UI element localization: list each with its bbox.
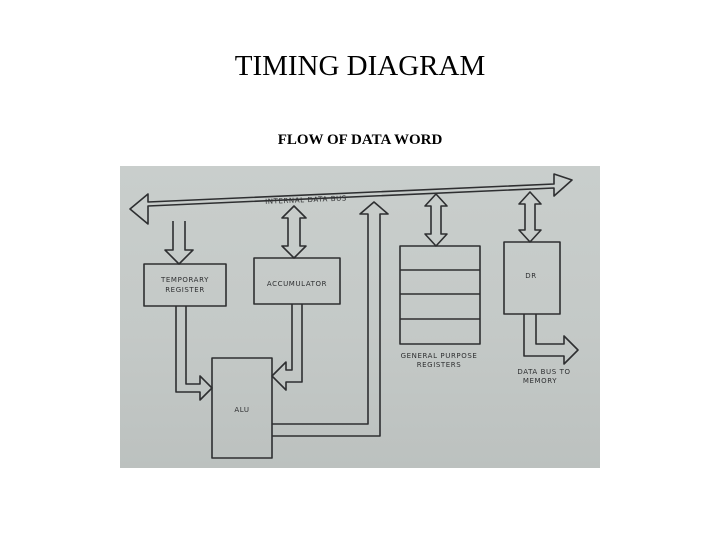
alu-box — [211, 357, 273, 459]
alu-to-bus-arrow — [272, 201, 389, 437]
alu-label: ALU — [234, 406, 249, 414]
bus-dr-arrow — [518, 191, 542, 243]
page-title: TIMING DIAGRAM — [234, 50, 486, 82]
dr-box — [503, 241, 561, 315]
accumulator-to-alu-arrow — [271, 304, 303, 391]
memory-bus-label: DATA BUS TO — [517, 368, 570, 376]
bus-to-temp-register-arrow — [164, 221, 194, 265]
gpr-label: REGISTERS — [417, 361, 462, 369]
bus-gpr-arrow — [424, 193, 448, 247]
general-purpose-registers-box — [399, 245, 481, 345]
bus-label: INTERNAL DATA BUS — [265, 194, 347, 205]
dr-label: DR — [525, 272, 536, 280]
gpr-label: GENERAL PURPOSE — [401, 352, 478, 360]
diagram-photo: INTERNAL DATA BUS TEMPORARY REGISTER ACC… — [120, 166, 600, 468]
memory-bus-label: MEMORY — [523, 377, 557, 385]
bus-accumulator-arrow — [281, 205, 307, 259]
temporary-register-box — [143, 263, 227, 307]
temp-register-to-alu-arrow — [175, 306, 213, 401]
data-flow-diagram: INTERNAL DATA BUS TEMPORARY REGISTER ACC… — [129, 173, 579, 459]
temporary-register-label: REGISTER — [165, 286, 205, 294]
accumulator-box — [253, 257, 341, 305]
accumulator-label: ACCUMULATOR — [267, 280, 327, 288]
internal-data-bus-arrow — [129, 173, 573, 225]
dr-to-memory-arrow — [523, 314, 579, 365]
temporary-register-label: TEMPORARY — [160, 276, 209, 284]
page-subtitle: FLOW OF DATA WORD — [277, 132, 443, 148]
